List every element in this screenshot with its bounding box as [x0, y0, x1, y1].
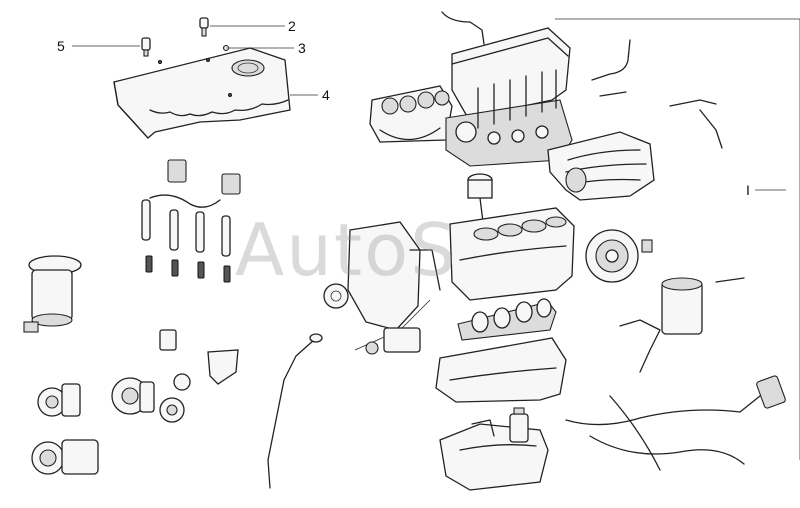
intake-manifold [547, 131, 655, 201]
alternator [111, 377, 155, 415]
crankshaft [457, 298, 557, 341]
oil-dipstick [267, 333, 323, 489]
callout-label-4: 4 [322, 87, 330, 103]
power-steering-pump [37, 383, 81, 417]
exhaust-manifold [369, 85, 453, 143]
oil-pan [439, 419, 549, 491]
piston-rod [467, 173, 493, 231]
oil-pump [365, 327, 421, 355]
fuel-pump-module [23, 255, 82, 333]
engine-cover-part-4 [113, 47, 291, 139]
oil-filter [509, 407, 529, 443]
timing-cover [323, 221, 441, 331]
callout-label-3: 3 [298, 40, 306, 56]
spark-plug-wires [141, 199, 231, 257]
nut-part-3 [222, 44, 230, 52]
lower-crankcase [435, 337, 567, 403]
assembly-frame-lines [354, 18, 800, 460]
bolt-part-2 [199, 17, 209, 37]
flywheel [585, 229, 653, 283]
ac-compressor [31, 439, 99, 475]
ignition-coils [149, 159, 241, 208]
leader-lines [72, 25, 318, 96]
engine-block [449, 207, 575, 301]
hoses-top [441, 11, 723, 149]
evap-canister [619, 277, 745, 373]
spark-plugs [145, 255, 231, 283]
belt-tensioner [159, 329, 239, 423]
callout-label-2: 2 [288, 18, 296, 34]
wiring-harness [565, 375, 786, 471]
callout-label-1: I [746, 182, 750, 198]
callout-label-5: 5 [57, 38, 65, 54]
cylinder-head [445, 27, 573, 167]
sensor-part-5 [141, 37, 151, 57]
